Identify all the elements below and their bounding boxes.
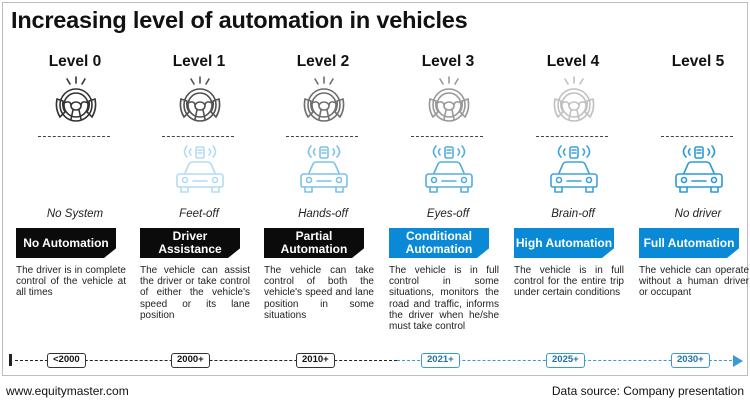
dashed-divider <box>162 136 234 137</box>
automation-level-badge: High Automation <box>514 228 614 258</box>
level-description: The vehicle can take control of both the… <box>264 265 374 321</box>
data-source-note: Data source: Company presentation <box>551 384 744 398</box>
dashed-divider <box>536 136 608 137</box>
level-heading: Level 0 <box>48 53 102 70</box>
level-heading: Level 5 <box>671 53 725 70</box>
timeline-tick: 2000+ <box>171 353 210 368</box>
arrow-right-icon <box>733 355 743 367</box>
level-description: The vehicle is in full control in some s… <box>389 265 499 333</box>
level-heading: Level 4 <box>546 53 600 70</box>
timeline-tick: 2021+ <box>421 353 460 368</box>
source-website: www.equitymaster.com <box>6 384 129 398</box>
steering-wheel-hands-icon <box>547 75 601 129</box>
timeline: <2000 2000+ 2010+ 2021+ 2025+ 2030+ <box>9 352 747 370</box>
dashed-divider <box>661 136 733 137</box>
page-title: Increasing level of automation in vehicl… <box>11 7 468 33</box>
driver-mode-label: No System <box>46 208 104 220</box>
dashed-divider <box>411 136 483 137</box>
timeline-tick: <2000 <box>47 353 86 368</box>
infographic-frame: Increasing level of automation in vehicl… <box>2 2 750 376</box>
connected-car-icon <box>47 143 105 201</box>
level-heading: Level 2 <box>296 53 350 70</box>
level-description: The driver is in complete control of the… <box>16 265 126 299</box>
level-description: The vehicle can assist the driver or tak… <box>140 265 250 321</box>
automation-level-badge: Full Automation <box>639 228 739 258</box>
level-heading: Level 3 <box>421 53 475 70</box>
driver-mode-label: Eyes-off <box>426 208 470 220</box>
automation-level-badge: Partial Automation <box>264 228 364 258</box>
timeline-tick: 2010+ <box>296 353 335 368</box>
driver-mode-label: No driver <box>674 208 722 220</box>
connected-car-icon <box>295 143 353 201</box>
automation-level-badge: No Automation <box>16 228 116 258</box>
connected-car-icon <box>545 143 603 201</box>
connected-car-icon <box>171 143 229 201</box>
dashed-divider <box>286 136 358 137</box>
steering-wheel-hands-icon <box>297 75 351 129</box>
driver-mode-label: Brain-off <box>551 208 595 220</box>
connected-car-icon <box>420 143 478 201</box>
automation-level-badge: Driver Assistance <box>140 228 240 258</box>
timeline-start-marker <box>9 354 12 366</box>
driver-mode-label: Hands-off <box>298 208 348 220</box>
level-description: The vehicle is in full control for the e… <box>514 265 624 299</box>
timeline-tick: 2025+ <box>546 353 585 368</box>
level-description: The vehicle can operate without a human … <box>639 265 749 299</box>
level-heading: Level 1 <box>172 53 226 70</box>
steering-wheel-hands-icon <box>672 75 726 129</box>
steering-wheel-hands-icon <box>422 75 476 129</box>
steering-wheel-hands-icon <box>49 75 103 129</box>
timeline-tick: 2030+ <box>671 353 710 368</box>
connected-car-icon <box>670 143 728 201</box>
automation-level-badge: Conditional Automation <box>389 228 489 258</box>
dashed-divider <box>38 136 110 137</box>
steering-wheel-hands-icon <box>173 75 227 129</box>
driver-mode-label: Feet-off <box>179 208 219 220</box>
